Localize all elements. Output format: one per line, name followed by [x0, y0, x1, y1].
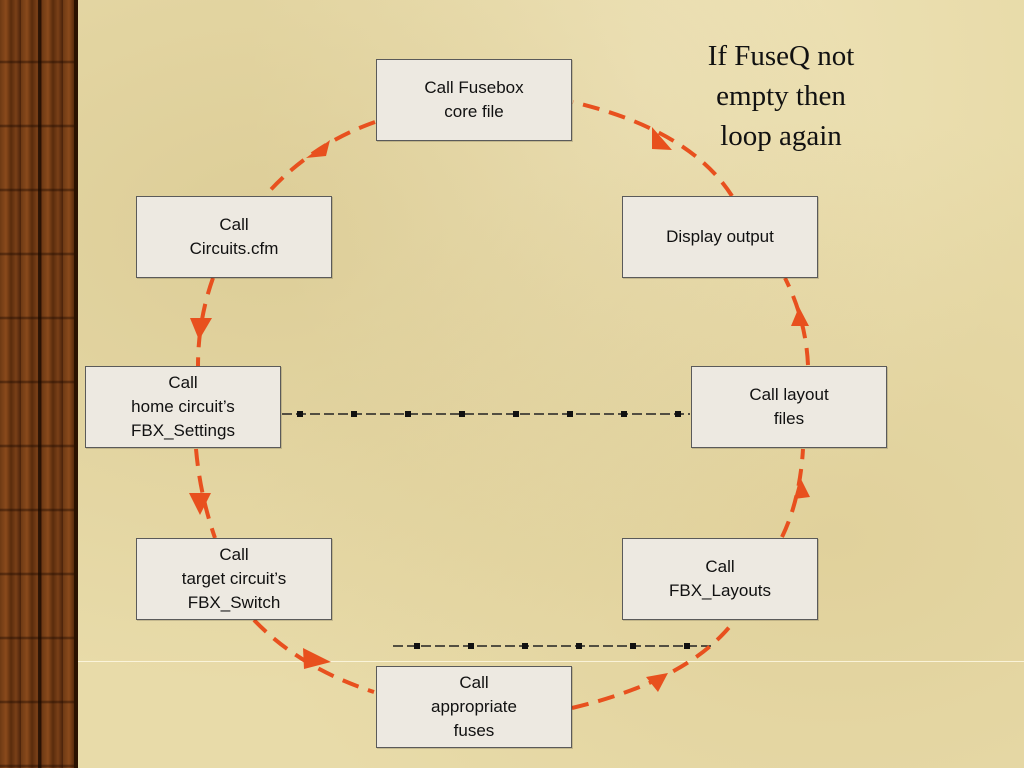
horizontal-rule [78, 661, 1024, 662]
appropriate-fuses-box: Call appropriate fuses [376, 666, 572, 748]
display-output-box: Display output [622, 196, 818, 278]
arrowhead-layoutfiles-to-display [791, 307, 809, 326]
arrow-layoutfiles-to-display [783, 277, 810, 366]
arrowhead-home-to-target [189, 493, 211, 515]
arrowhead-fusebox-to-circuits [306, 140, 330, 158]
fbx-layouts-box: Call FBX_Layouts [622, 538, 818, 620]
arrowhead-target-to-fuses [303, 648, 331, 669]
layout-files-box: Call layout files [691, 366, 887, 448]
wood-divider [38, 0, 41, 768]
home-circuit-box: Call home circuit’s FBX_Settings [85, 366, 281, 448]
arrow-home-to-target [194, 448, 217, 539]
arrow-display-to-fusebox [572, 100, 734, 198]
arrow-circuits-to-home [196, 277, 215, 367]
separator-line-middle-dots [297, 411, 681, 417]
arrowhead-circuits-to-home [190, 318, 212, 340]
wood-edge [74, 0, 78, 768]
circuits-cfm-box: Call Circuits.cfm [136, 196, 332, 278]
target-circuit-box: Call target circuit’s FBX_Switch [136, 538, 332, 620]
arrow-fuses-to-layouts [571, 618, 737, 710]
arrow-fusebox-to-circuits [263, 120, 376, 198]
loop-note: If FuseQ not empty then loop again [707, 40, 855, 152]
arrowhead-display-to-fusebox [652, 127, 672, 150]
fusebox-core-box: Call Fusebox core file [376, 59, 572, 141]
arrowhead-fuses-to-layouts [646, 673, 668, 692]
separator-line-bottom-dots [414, 643, 690, 649]
arrowhead-layouts-to-layoutfiles [794, 477, 810, 499]
